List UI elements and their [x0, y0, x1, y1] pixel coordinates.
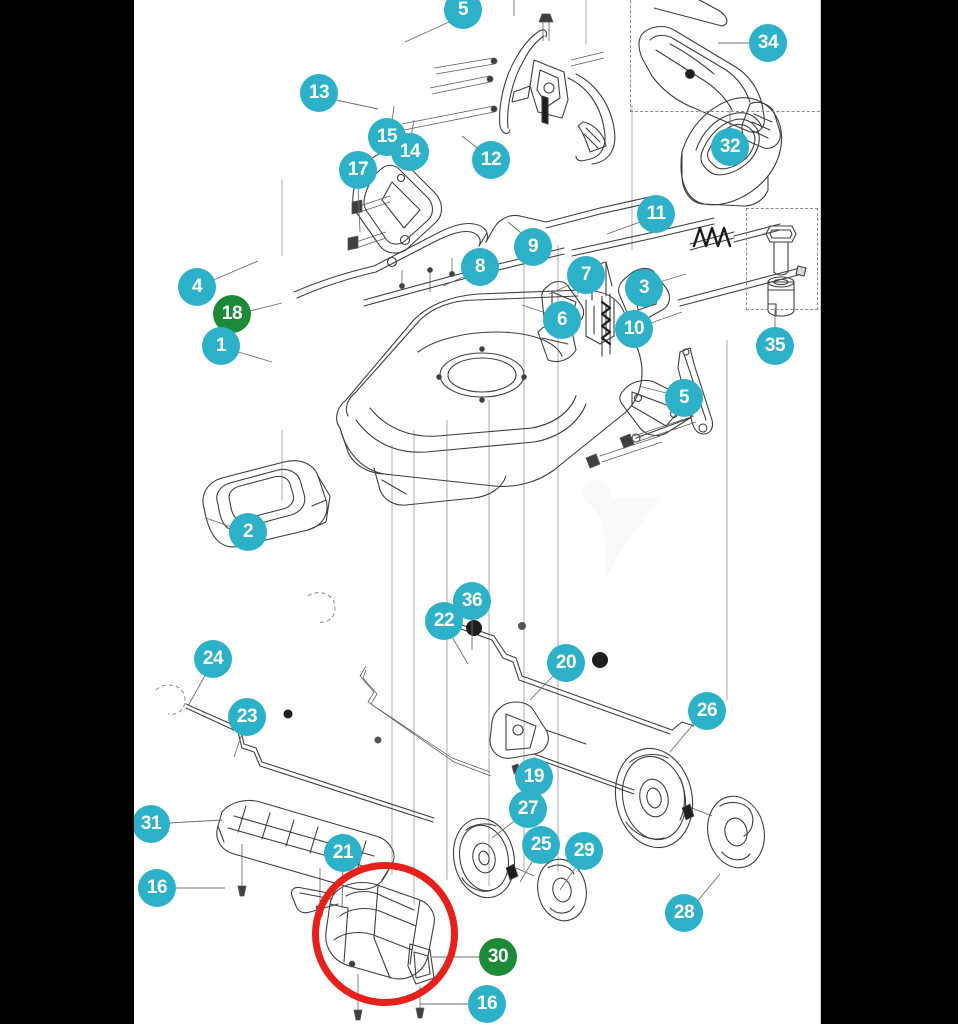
callout-badge-2[interactable]: 2 [229, 513, 267, 551]
callout-badge-18[interactable]: 18 [213, 295, 251, 333]
callout-badge-11[interactable]: 11 [637, 195, 675, 233]
callout-badge-23[interactable]: 23 [228, 698, 266, 736]
callout-badge-24[interactable]: 24 [194, 640, 232, 678]
callout-badge-8[interactable]: 8 [461, 248, 499, 286]
inset-frame-blade [630, 0, 821, 112]
callout-badge-34[interactable]: 34 [749, 24, 787, 62]
callout-badge-29[interactable]: 29 [565, 832, 603, 870]
inset-frame-bolt [746, 208, 818, 310]
callout-badge-4[interactable]: 4 [178, 268, 216, 306]
callout-badge-14[interactable]: 14 [391, 133, 429, 171]
callout-badge-35[interactable]: 35 [756, 327, 794, 365]
callout-badge-16[interactable]: 16 [138, 869, 176, 907]
callout-badge-5[interactable]: 5 [444, 0, 482, 29]
callout-badge-9[interactable]: 9 [514, 228, 552, 266]
callout-badge-20[interactable]: 20 [547, 644, 585, 682]
callout-badge-13[interactable]: 13 [300, 74, 338, 112]
callout-badge-26[interactable]: 26 [688, 692, 726, 730]
callout-badge-6[interactable]: 6 [543, 301, 581, 339]
callout-badge-1[interactable]: 1 [202, 327, 240, 365]
callout-badge-21[interactable]: 21 [324, 834, 362, 872]
highlight-ring [312, 862, 458, 1006]
callout-badge-25[interactable]: 25 [522, 826, 560, 864]
callout-badge-16[interactable]: 16 [468, 985, 506, 1023]
callout-badge-27[interactable]: 27 [509, 790, 547, 828]
callout-badge-12[interactable]: 12 [472, 141, 510, 179]
callout-badge-31[interactable]: 31 [134, 805, 170, 843]
callout-badge-5[interactable]: 5 [665, 379, 703, 417]
callout-badge-30[interactable]: 30 [479, 938, 517, 976]
callout-badge-10[interactable]: 10 [615, 310, 653, 348]
callout-badge-22[interactable]: 22 [425, 602, 463, 640]
callout-badge-7[interactable]: 7 [567, 256, 605, 294]
diagram-sheet: .ln{fill:none;stroke:#3f3f3f;stroke-widt… [134, 0, 821, 1024]
callout-badge-17[interactable]: 17 [339, 151, 377, 189]
callout-badge-28[interactable]: 28 [665, 894, 703, 932]
callout-badge-19[interactable]: 19 [515, 758, 553, 796]
callout-badge-32[interactable]: 32 [711, 128, 749, 166]
callout-badge-3[interactable]: 3 [625, 269, 663, 307]
